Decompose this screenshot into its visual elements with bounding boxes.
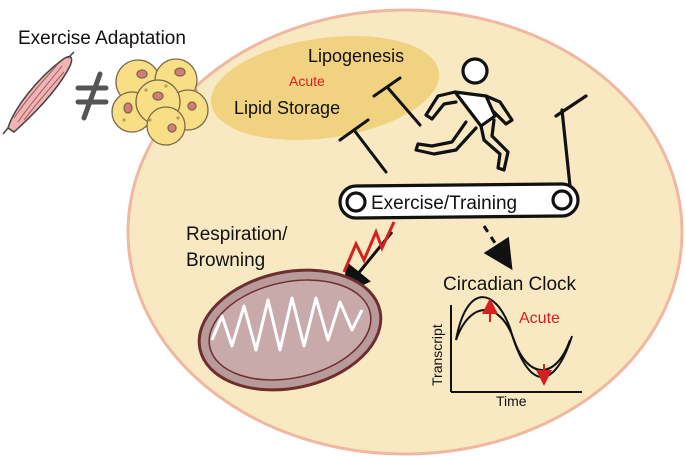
label-respiration: Respiration/	[186, 224, 288, 245]
circadian-graph	[450, 296, 582, 393]
muscle-icon	[2, 51, 75, 135]
label-browning: Browning	[186, 250, 265, 271]
label-transcript-axis: Transcript	[429, 324, 445, 386]
treadmill-icon	[338, 94, 588, 220]
runner-icon	[414, 57, 514, 172]
label-circadian-clock: Circadian Clock	[443, 274, 577, 295]
not-equal-icon	[75, 71, 109, 121]
label-time-axis: Time	[496, 393, 527, 409]
label-exercise-training: Exercise/Training	[371, 193, 517, 214]
adipocyte-cluster-icon	[111, 58, 209, 146]
dashed-arrow-to-clock	[482, 225, 513, 271]
label-lipogenesis: Lipogenesis	[308, 46, 404, 66]
label-lipid-storage: Lipid Storage	[234, 98, 340, 118]
zigzag-icon	[342, 221, 396, 273]
title-exercise-adaptation: Exercise Adaptation	[18, 28, 186, 49]
mitochondrion-icon	[197, 268, 383, 392]
label-acute-graph: Acute	[519, 310, 560, 327]
inhibition-lipogenesis	[372, 76, 422, 127]
label-acute-top: Acute	[289, 73, 325, 89]
inhibition-lipid-storage	[338, 118, 388, 174]
lipid-oval	[210, 35, 440, 141]
